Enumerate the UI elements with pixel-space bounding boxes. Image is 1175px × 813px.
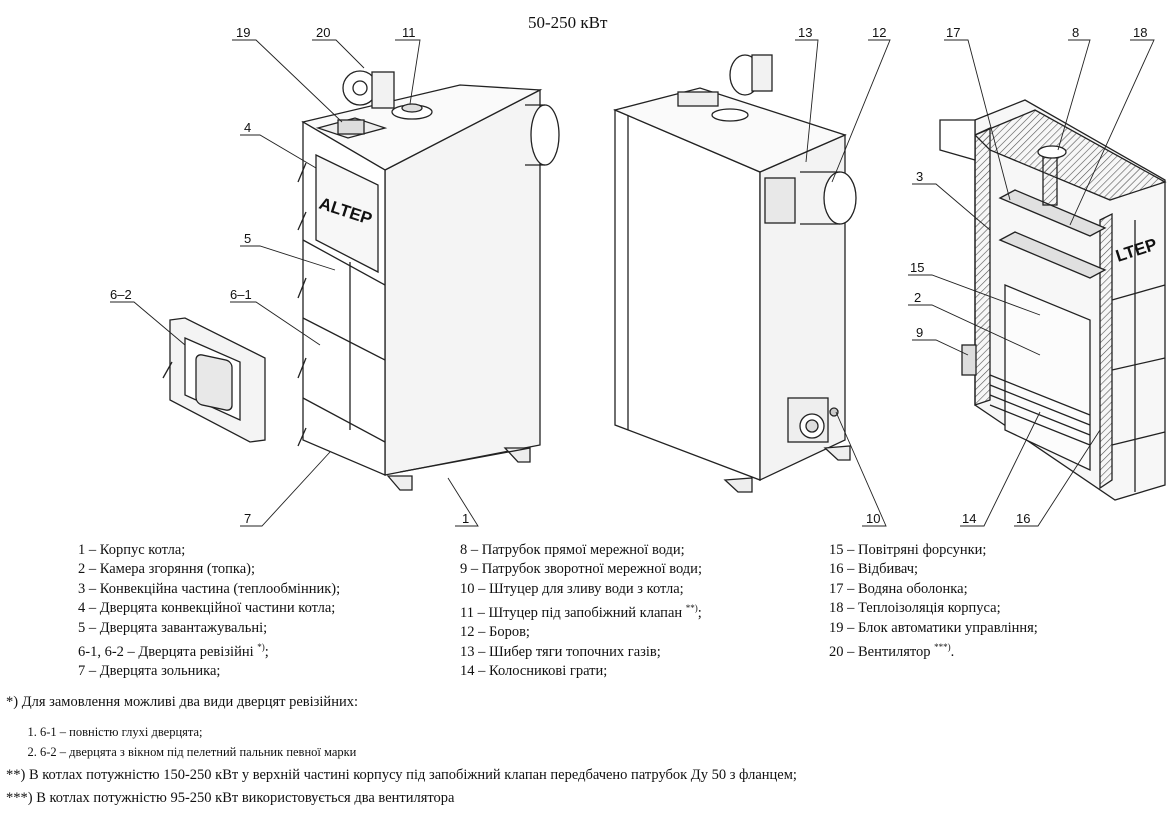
callout-20: 20 [316, 25, 330, 40]
list-item: 6-1 – повністю глухі дверцята; [40, 722, 356, 742]
legend-item: 10 – Штуцер для зливу води з котла; [460, 580, 684, 597]
callout-2: 2 [914, 290, 921, 305]
legend-item: 7 – Дверцята зольника; [78, 663, 221, 680]
legend-column-1: 1 – Корпус котла; 2 – Камера згоряння (т… [78, 541, 340, 682]
footnote-1: *) Для замовлення можливі два види дверц… [6, 694, 358, 710]
footnote-3: ***) В котлах потужністю 95-250 кВт вико… [6, 790, 455, 806]
callout-6-1: 6–1 [230, 287, 252, 302]
legend-item: 17 – Водяна оболонка; [829, 580, 968, 597]
callout-5: 5 [244, 231, 251, 246]
legend-item-text: 20 – Вентилятор [829, 643, 935, 660]
callout-14: 14 [962, 511, 976, 526]
legend-column-3: 15 – Повітряні форсунки; 16 – Відбивач; … [829, 541, 1038, 662]
boiler-diagram: ALTEP [110, 25, 1167, 527]
callout-17: 17 [946, 25, 960, 40]
legend-item-text: 11 – Штуцер під запобіжний клапан [460, 605, 686, 622]
legend-item: 15 – Повітряні форсунки; [829, 542, 987, 558]
legend-item: 1 – Корпус котла; [78, 542, 186, 558]
callout-16: 16 [1016, 511, 1030, 526]
footnote-2: **) В котлах потужністю 150-250 кВт у ве… [6, 767, 797, 783]
callout-10: 10 [866, 511, 880, 526]
legend-item: 12 – Боров; [460, 624, 530, 641]
legend-item: 20 – Вентилятор ***). [829, 638, 1038, 662]
callout-12: 12 [872, 25, 886, 40]
legend-item: 2 – Камера згоряння (топка); [78, 561, 255, 578]
legend-column-2: 8 – Патрубок прямої мережної води; 9 – П… [460, 541, 702, 682]
callout-18: 18 [1133, 25, 1147, 40]
callout-4: 4 [244, 120, 251, 135]
callout-numbers: 19 20 11 4 5 6–2 6–1 7 1 13 12 10 17 8 1… [110, 25, 1147, 526]
legend-item-text: 6-1, 6-2 – Дверцята ревізійні [78, 643, 258, 660]
legend-item: 5 – Дверцята завантажувальні; [78, 619, 268, 636]
callout-9: 9 [916, 325, 923, 340]
legend-item: 3 – Конвекційна частина (теплообмінник); [78, 580, 341, 597]
footnote-mark: **) [685, 603, 698, 614]
legend-item: 9 – Патрубок зворотної мережної води; [460, 561, 702, 578]
legend-item: 13 – Шибер тяги топочних газів; [460, 643, 661, 660]
legend-item: 4 – Дверцята конвекційної частини котла; [78, 600, 336, 617]
boiler-rear-view [612, 54, 857, 493]
callout-11: 11 [402, 25, 416, 40]
callout-3: 3 [916, 169, 923, 184]
boiler-cutaway-view: LTEP [939, 99, 1167, 501]
legend-item-end: . [950, 643, 955, 660]
legend-item-end: ; [264, 643, 269, 660]
legend-item: 6-1, 6-2 – Дверцята ревізійні *); [78, 638, 340, 662]
legend-item: 8 – Патрубок прямої мережної води; [460, 542, 685, 558]
callout-1: 1 [462, 511, 469, 526]
callout-15: 15 [910, 260, 924, 275]
callout-19: 19 [236, 25, 250, 40]
page-title: 50-250 кВт [528, 13, 608, 32]
legend-item: 18 – Теплоізоляція корпуса; [829, 600, 1001, 617]
list-item: 6-2 – дверцята з вікном під пелетний пал… [40, 742, 356, 762]
footnote-mark: *) [257, 642, 265, 653]
callout-6-2: 6–2 [110, 287, 132, 302]
footnote-1-list: 6-1 – повністю глухі дверцята; 6-2 – две… [24, 722, 356, 762]
footnote-mark: ***) [934, 642, 951, 653]
legend-item: 14 – Колосникові грати; [460, 663, 608, 680]
callout-7: 7 [244, 511, 251, 526]
boiler-front-view: ALTEP [297, 70, 560, 491]
legend-item: 16 – Відбивач; [829, 561, 919, 578]
legend-item: 11 – Штуцер під запобіжний клапан **); [460, 599, 702, 623]
callout-13: 13 [798, 25, 812, 40]
legend-item: 19 – Блок автоматики управління; [829, 619, 1038, 636]
revision-door-6-2 [162, 317, 266, 443]
legend-item-end: ; [697, 605, 702, 622]
callout-8: 8 [1072, 25, 1079, 40]
leader-lines [110, 39, 1155, 527]
